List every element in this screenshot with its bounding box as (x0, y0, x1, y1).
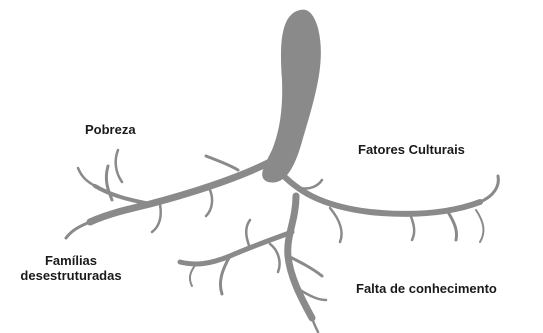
right-branch-tip (478, 174, 500, 204)
lower-left-twig-1 (218, 254, 232, 296)
lower-left-twig-2 (245, 218, 252, 250)
left-twig-3 (76, 166, 97, 188)
right-twig-2 (408, 212, 416, 242)
lower-twig-2 (298, 288, 328, 302)
lower-left-twig-3 (268, 242, 281, 274)
lower-twig-1 (286, 254, 324, 278)
label-fatores-culturais: Fatores Culturais (358, 142, 465, 157)
right-twig-1 (446, 210, 458, 242)
left-branch (86, 158, 274, 226)
label-falta-conhecimento-text: Falta de conhecimento (356, 281, 497, 296)
left-upper-twig (204, 154, 240, 172)
label-pobreza: Pobreza (85, 122, 136, 137)
left-twig-6 (204, 188, 214, 218)
right-twig-5 (475, 209, 485, 243)
left-twig-2 (114, 148, 124, 184)
left-twig-1 (104, 164, 114, 202)
left-twig-5 (150, 202, 162, 234)
right-twig-4 (298, 178, 324, 190)
right-twig-3 (328, 206, 343, 244)
label-pobreza-text: Pobreza (85, 122, 136, 137)
label-fatores-culturais-text: Fatores Culturais (358, 142, 465, 157)
left-branch-tip (93, 184, 152, 206)
lower-left-twig-4 (188, 263, 197, 287)
right-branch (275, 167, 483, 217)
left-twig-4 (64, 220, 92, 240)
taproot (262, 9, 321, 183)
label-familias-desestruturadas: Famílias desestruturadas (6, 253, 136, 283)
label-falta-de-conhecimento: Falta de conhecimento (356, 281, 497, 296)
label-familias-line2: desestruturadas (20, 268, 122, 283)
label-familias-line1: Famílias (44, 253, 98, 268)
lower-twig-3 (310, 316, 320, 333)
